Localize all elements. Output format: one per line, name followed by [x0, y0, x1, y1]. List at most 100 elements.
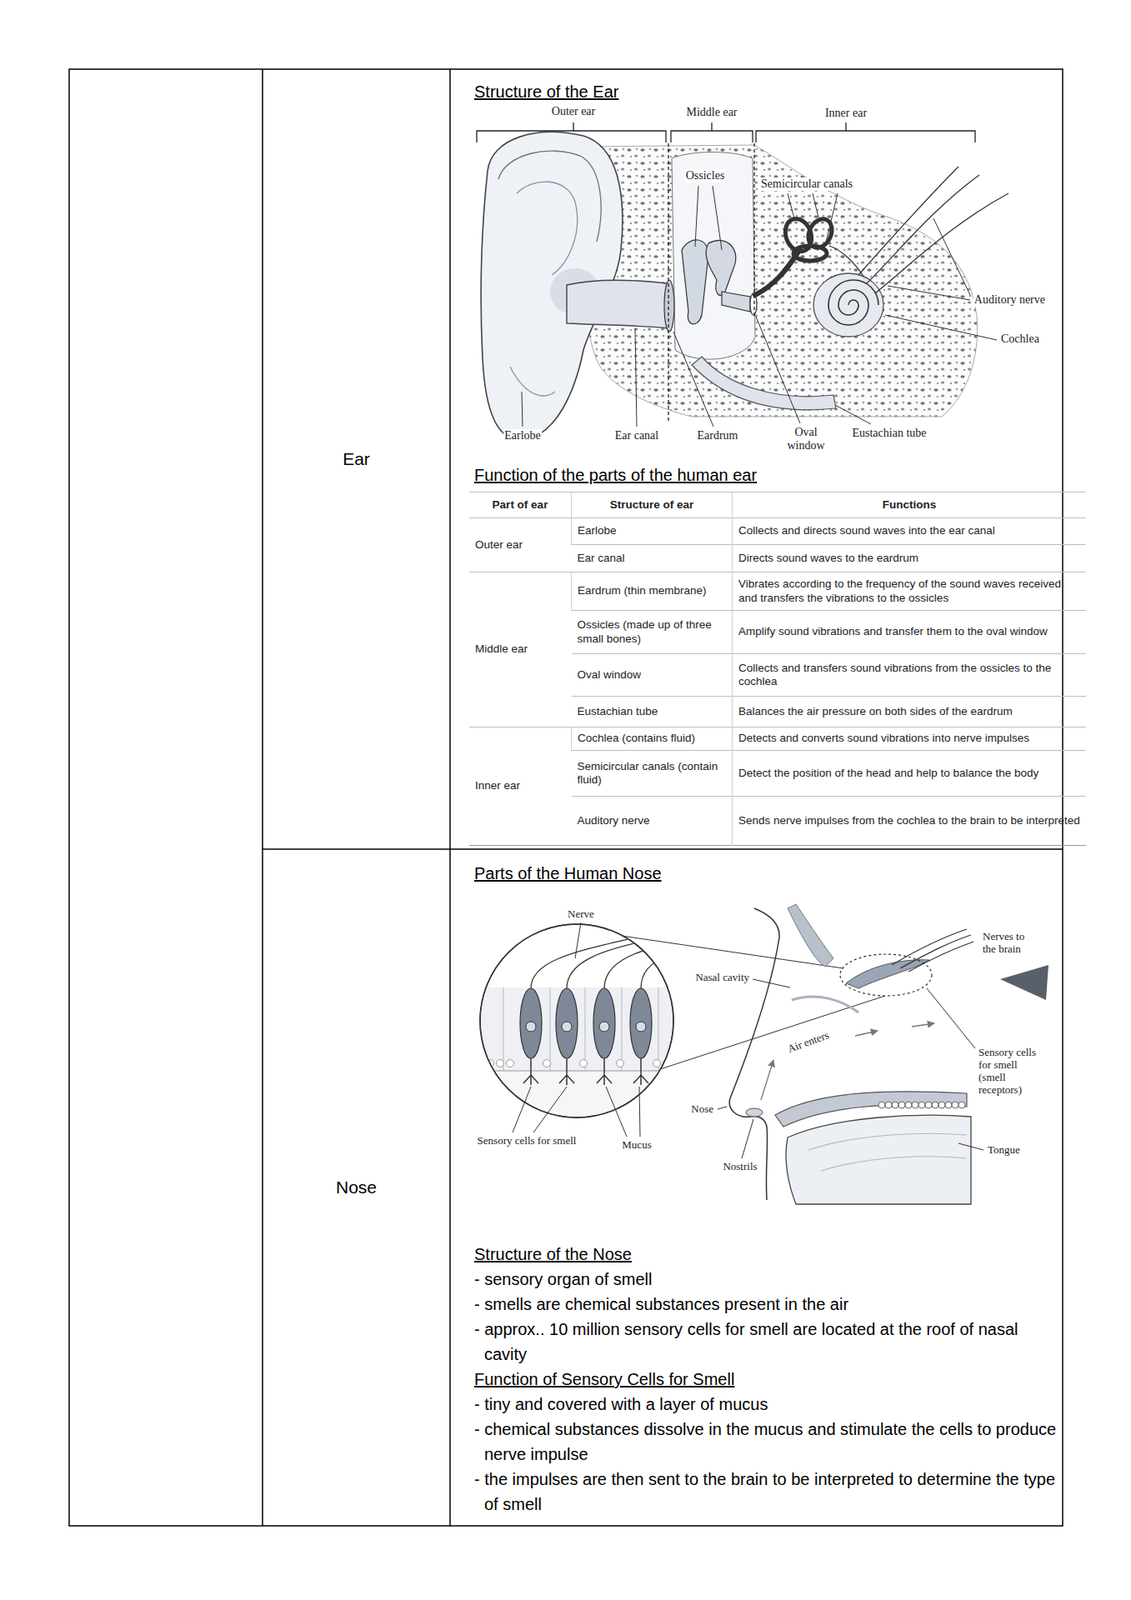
ear-canal-tube	[566, 280, 669, 329]
leader-line	[926, 988, 976, 1049]
air-flow-arrow	[760, 1023, 935, 1101]
bullet-point: - sensory organ of smell	[474, 1266, 1058, 1292]
part-label: Air enters	[785, 1029, 832, 1056]
leader-line	[512, 922, 984, 1159]
leader-line	[521, 185, 997, 427]
leader-line	[575, 922, 581, 959]
turbinate	[791, 996, 859, 1013]
table-cell: Detect the position of the head and help…	[732, 750, 1087, 797]
leader-line	[887, 218, 971, 301]
table-cell: Collects and directs sound waves into th…	[732, 518, 1087, 546]
olfactory-epithelium	[475, 935, 680, 1121]
palate-texture	[905, 1101, 912, 1109]
part-label: Semicircular canals	[760, 177, 854, 191]
text-group: Structure of the Ear	[474, 79, 1050, 105]
part-label: Sensory cells for smell	[476, 1135, 578, 1148]
palate-texture	[958, 1101, 966, 1109]
palate-texture	[925, 1101, 932, 1109]
row-label: Ear	[342, 446, 371, 472]
olfactory-epithelium	[653, 1060, 661, 1068]
air-flow-arrow	[760, 1060, 774, 1101]
table-row: Inner earCochlea (contains fluid)Detects…	[469, 727, 1086, 751]
palate-texture	[878, 1101, 966, 1109]
palate-texture	[918, 1101, 926, 1109]
part-label: Nasal cavity	[694, 971, 751, 985]
earlobe-fold	[510, 366, 556, 396]
part-label: Cochlea	[1000, 332, 1041, 346]
olfactory-epithelium	[604, 946, 659, 989]
part-label: Earlobe	[503, 429, 542, 443]
nostril-opening	[745, 1108, 763, 1117]
table-cell: Semicircular canals (contain fluid)	[571, 750, 733, 797]
ossicle-bones	[721, 291, 751, 312]
palate-texture	[878, 1101, 886, 1109]
part-label: Nerves to the brain	[981, 930, 1039, 956]
leader-line	[512, 1086, 567, 1133]
region-bracket	[476, 122, 666, 143]
table-cell: Vibrates according to the frequency of t…	[732, 572, 1087, 611]
olfactory-epithelium	[530, 935, 667, 989]
table-cell: Sends nerve impulses from the cochlea to…	[732, 796, 1087, 846]
text-group: Parts of the Human Nose	[474, 860, 1050, 886]
table-cell: Eardrum (thin membrane)	[571, 572, 733, 611]
tongue-muscle	[808, 1133, 967, 1172]
auditory-nerve-fibres	[866, 175, 980, 284]
middle-ear-cavity	[671, 152, 756, 361]
region-bracket	[670, 122, 753, 143]
section-heading: Function of Sensory Cells for Smell	[474, 1366, 1058, 1392]
table-grid	[69, 69, 1063, 1527]
olfactory-epithelium	[593, 988, 616, 1059]
part-label: Eustachian tube	[850, 426, 927, 441]
leader-line	[787, 193, 838, 246]
table-grid	[262, 848, 1063, 851]
table-grid	[261, 69, 264, 1527]
table-cell: Eustachian tube	[571, 696, 733, 728]
olfactory-nerve-fibres	[891, 929, 974, 972]
leader-line	[752, 979, 791, 988]
content-cell: Parts of the Human NoseStructure of the …	[450, 849, 1063, 1527]
leader-line	[673, 331, 714, 427]
region-bracket	[476, 122, 976, 143]
bullet-point: - approx.. 10 million sensory cells for …	[474, 1316, 1058, 1367]
olfactory-epithelium	[475, 987, 680, 1071]
palate-texture	[885, 1101, 892, 1109]
part-label: Mucus	[620, 1139, 652, 1152]
table-cell: Detects and converts sound vibrations in…	[732, 727, 1087, 751]
leader-line	[521, 391, 523, 427]
section-heading: Parts of the Human Nose	[474, 860, 1050, 886]
nose-illustration	[475, 904, 1049, 1205]
leader-line	[835, 405, 871, 425]
table-row: Middle earEardrum (thin membrane)Vibrate…	[469, 572, 1086, 611]
olfactory-epithelium	[523, 1058, 539, 1086]
table-cell: Auditory nerve	[571, 796, 733, 846]
bullet-point: - the impulses are then sent to the brai…	[474, 1466, 1058, 1517]
auditory-nerve-fibres	[829, 245, 863, 276]
palate-texture	[931, 1101, 939, 1109]
table-cell: Ear canal	[571, 545, 733, 573]
semicircular-canal-loops	[793, 245, 827, 261]
row-heading-cell: Nose	[262, 849, 451, 1527]
semicircular-canal-loops	[780, 215, 836, 261]
part-label: Ossicles	[685, 169, 726, 183]
table-cell: Oval window	[571, 654, 733, 697]
auditory-nerve-fibres	[875, 193, 1009, 294]
olfactory-epithelium	[561, 1021, 572, 1032]
table-grid	[449, 69, 451, 1527]
olfactory-epithelium	[503, 987, 659, 1071]
olfactory-epithelium	[640, 956, 667, 989]
palate-texture	[898, 1101, 906, 1109]
bullet-point: - chemical substances dissolve in the mu…	[474, 1416, 1058, 1467]
text-group: Ear	[262, 69, 451, 850]
table-row: Ossicles (made up of three small bones)A…	[469, 610, 1086, 655]
leader-line	[755, 316, 801, 424]
bullet-point: - tiny and covered with a layer of mucus	[474, 1391, 1058, 1417]
part-label: Ear canal	[614, 429, 660, 443]
olfactory-nerve-fibres	[891, 929, 967, 966]
part-label: Middle ear	[685, 105, 738, 120]
part-label: Nostrils	[721, 1161, 758, 1174]
olfactory-epithelium	[543, 1060, 551, 1068]
table-cell: Earlobe	[571, 518, 733, 546]
function-table: Part of earStructure of earFunctionsOute…	[469, 491, 1086, 846]
olfactory-epithelium	[630, 988, 652, 1059]
